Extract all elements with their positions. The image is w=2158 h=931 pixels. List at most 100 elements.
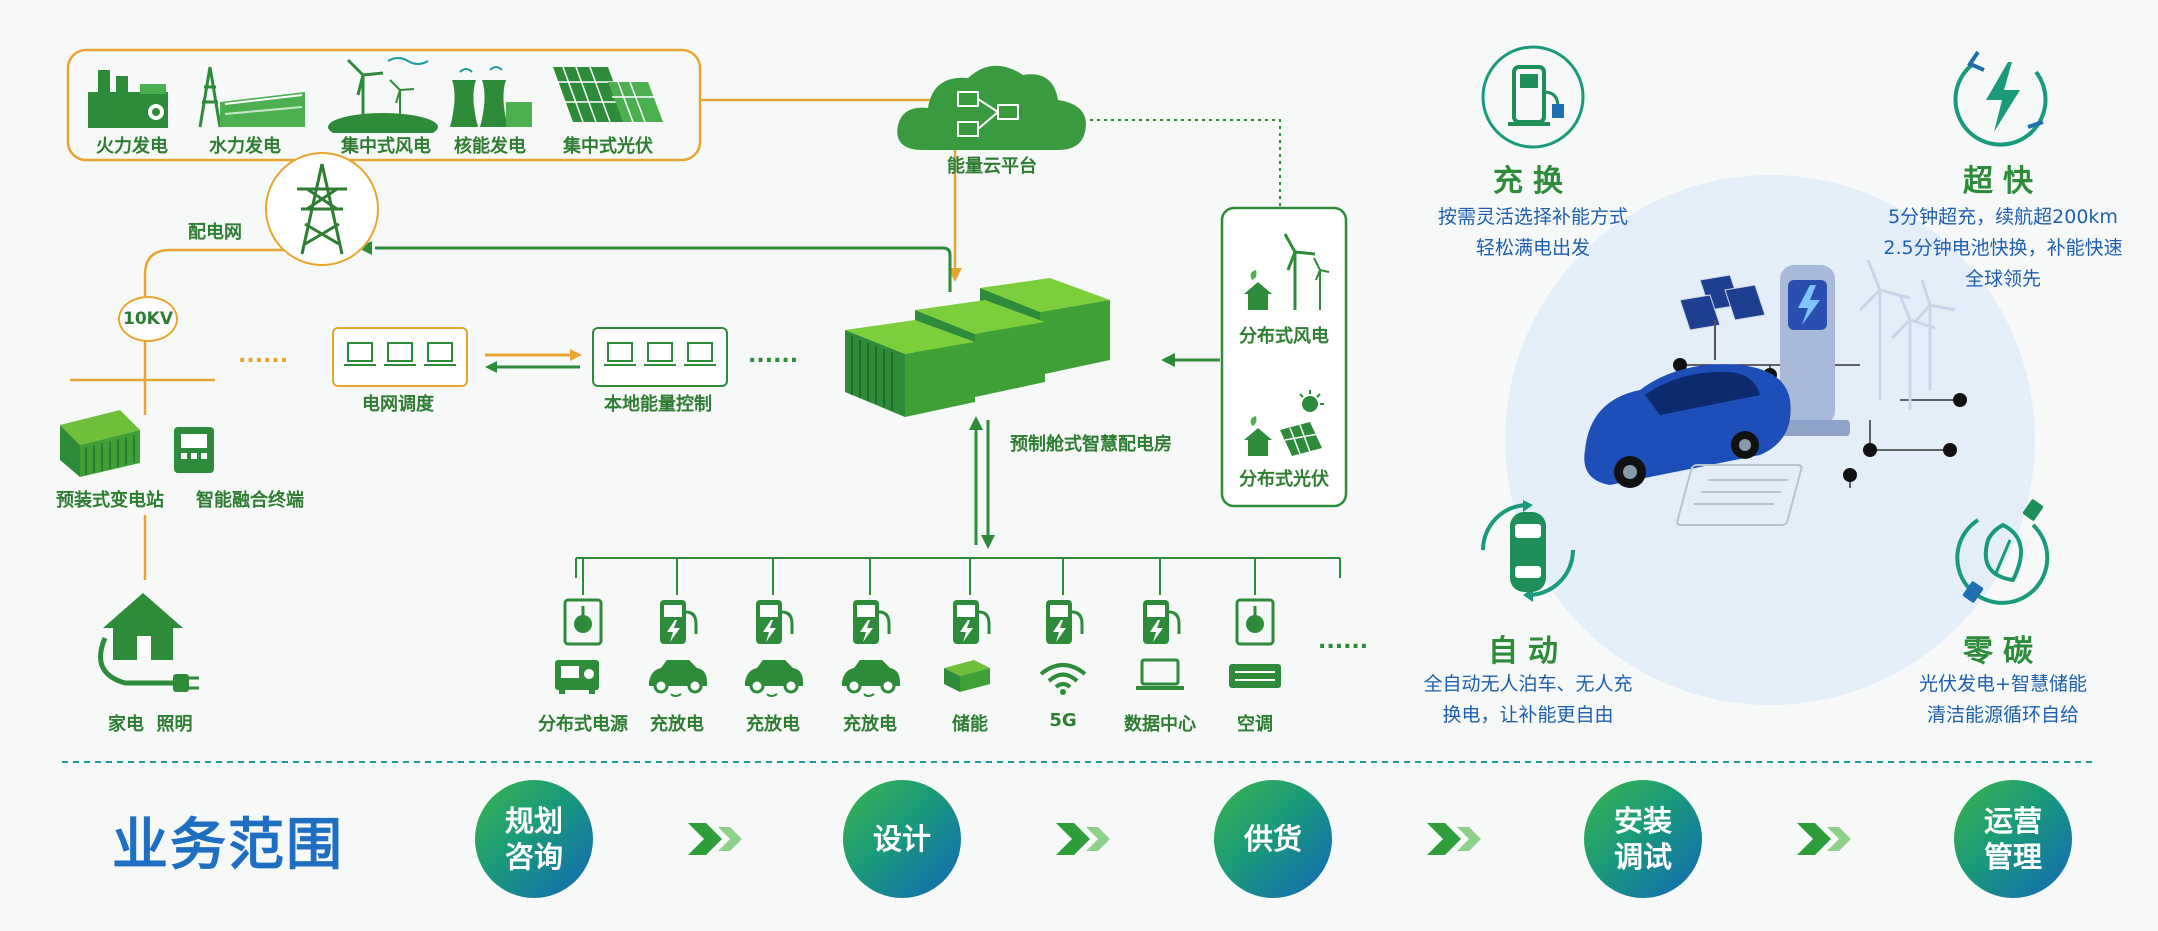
load-item: 分布式电源 <box>538 598 628 738</box>
computer-icons <box>344 342 456 366</box>
charging-pile-icon <box>756 600 794 644</box>
voltage-node: 10KV <box>118 296 178 342</box>
smart-terminal-icon <box>174 427 214 473</box>
local-control-label: 本地能量控制 <box>604 394 712 415</box>
cloud-network-icon <box>897 65 1086 150</box>
computer-icons <box>604 342 716 366</box>
charging-pile-icon <box>660 600 698 644</box>
load-label: 充放电 <box>843 714 897 735</box>
chevron-right-icon <box>684 819 754 859</box>
smart-power-room <box>840 270 1120 420</box>
air-conditioner-icon <box>1229 664 1281 688</box>
swap-feature-icon <box>1478 42 1588 152</box>
load-label: 分布式电源 <box>538 714 628 735</box>
power-source-label: 核能发电 <box>454 136 526 157</box>
ev-car-icon <box>842 660 900 697</box>
local-control-box <box>592 327 728 387</box>
grid-dispatch-box <box>332 327 468 387</box>
ev-car-icon <box>745 660 803 697</box>
power-source-hydro: 水力发电 <box>190 62 310 157</box>
zero-desc-line: 光伏发电+智慧储能 <box>1919 673 2087 695</box>
swap-desc-line: 按需灵活选择补能方式 <box>1437 206 1629 228</box>
transmission-tower-icon <box>297 163 347 255</box>
load-label: 充放电 <box>650 714 704 735</box>
business-step: 安装调试 <box>1584 780 1702 898</box>
auto-desc-line: 换电，让补能更自由 <box>1442 704 1614 726</box>
power-source-thermal: 火力发电 <box>82 62 182 157</box>
substation-container-icon <box>60 410 140 477</box>
terminal-label: 智能融合终端 <box>196 490 304 511</box>
load-item: 5G <box>1018 598 1108 738</box>
chevron-right-icon <box>1052 819 1122 859</box>
chevron-right-icon <box>1793 819 1863 859</box>
swap-title: 充换 <box>1493 164 1573 199</box>
business-step-line: 设计 <box>872 822 931 856</box>
charging-pile-icon <box>1046 600 1084 644</box>
grid-label: 配电网 <box>188 222 242 243</box>
business-step: 设计 <box>843 780 961 898</box>
business-step-line: 安装 <box>1613 804 1672 838</box>
distributed-solar <box>1240 390 1330 460</box>
solar-farm-icon <box>553 66 663 123</box>
load-label: 储能 <box>952 714 988 735</box>
charging-pile-icon <box>1143 600 1181 644</box>
lightning-bolt-icon <box>1953 50 2048 147</box>
load-item: 储能 <box>925 598 1015 738</box>
generator-icon <box>555 660 599 694</box>
power-source-wind: 集中式风电 <box>328 55 438 157</box>
business-step-line: 运营 <box>1983 804 2042 838</box>
eco-leaf-plug-icon <box>1955 499 2050 605</box>
terminal-node <box>172 425 216 475</box>
business-step-line: 调试 <box>1613 840 1672 874</box>
load-item: 充放电 <box>632 598 722 738</box>
zero-desc-line: 清洁能源循环自给 <box>1926 704 2080 726</box>
business-step-line: 管理 <box>1983 840 2042 874</box>
prefab-container-icon <box>845 278 1110 417</box>
load-label: 5G <box>1049 710 1077 731</box>
substation-label: 预装式变电站 <box>56 490 164 511</box>
charging-pile-icon <box>953 600 991 644</box>
wind-turbine-house-icon <box>1244 233 1330 310</box>
svg-text:......: ...... <box>238 343 288 368</box>
load-label: 充放电 <box>746 714 800 735</box>
swap-desc-line: 轻松满电出发 <box>1475 237 1591 259</box>
business-step: 规划咨询 <box>475 780 593 898</box>
load-item: 充放电 <box>825 598 915 738</box>
zero-desc: 光伏发电+智慧储能 清洁能源循环自给 <box>1919 669 2087 731</box>
svg-text:......: ...... <box>748 343 798 368</box>
ev-charging-illustration <box>1584 259 1967 526</box>
auto-desc: 全自动无人泊车、无人充 换电，让补能更自由 <box>1423 669 1632 731</box>
svg-text:......: ...... <box>1318 629 1368 654</box>
business-step-text: 规划咨询 <box>505 803 563 875</box>
voltage-label: 10KV <box>123 309 173 329</box>
battery-container-icon <box>944 660 990 692</box>
grid-dispatch-label: 电网调度 <box>362 394 434 415</box>
business-title: 业务范围 <box>112 813 344 878</box>
business-step-line: 供货 <box>1243 822 1302 856</box>
power-source-solar: 集中式光伏 <box>548 62 668 157</box>
zero-title: 零碳 <box>1963 634 2043 669</box>
solar-house-icon <box>1244 390 1324 456</box>
grid-tower-node <box>265 152 379 266</box>
distributed-wind <box>1240 232 1330 312</box>
swap-desc: 按需灵活选择补能方式 轻松满电出发 <box>1438 202 1628 264</box>
auto-title: 自动 <box>1488 634 1568 669</box>
energy-cloud <box>893 50 1093 160</box>
fast-desc: 5分钟超充，续航超200km 2.5分钟电池快换，补能快速 全球领先 <box>1883 202 2122 295</box>
cloud-label: 能量云平台 <box>947 156 1037 177</box>
business-step: 运营管理 <box>1954 780 2072 898</box>
ev-charging-scene <box>1570 250 1990 540</box>
center-label: 预制舱式智慧配电房 <box>1010 434 1172 455</box>
power-source-label: 集中式风电 <box>341 136 431 157</box>
power-source-nuclear: 核能发电 <box>440 62 540 157</box>
business-step-line: 规划 <box>504 804 563 838</box>
load-item: 空调 <box>1210 598 1300 738</box>
business-step-text: 运营管理 <box>1984 803 2042 875</box>
business-step: 供货 <box>1214 780 1332 898</box>
load-label: 数据中心 <box>1124 714 1196 735</box>
zero-feature-icon <box>1948 495 2058 610</box>
business-step-text: 设计 <box>873 821 931 857</box>
nuclear-plant-icon <box>450 66 532 127</box>
chevron-right-icon <box>1423 819 1493 859</box>
load-label: 空调 <box>1237 714 1273 735</box>
